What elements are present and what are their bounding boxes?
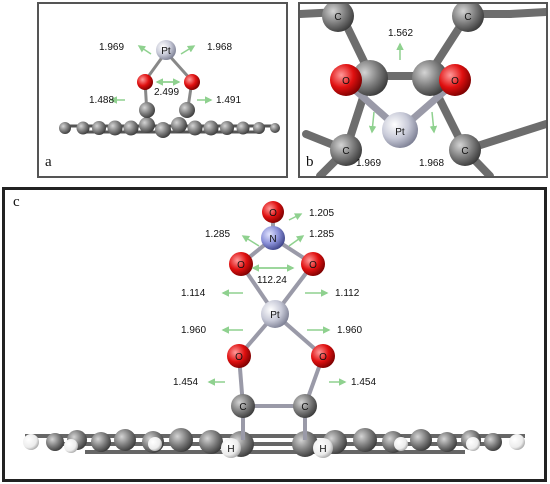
platinum-atom — [382, 112, 418, 148]
platinum-atom — [156, 40, 176, 60]
label-c-top-left: C — [334, 12, 341, 23]
label-c-top-right: C — [464, 12, 471, 23]
oxygen-atom-left — [137, 74, 153, 90]
label-n-o-left: 1.285 — [205, 229, 230, 240]
oxygen-atom-nitrate-left — [229, 252, 253, 276]
label-o-left: O — [342, 76, 350, 87]
oxygen-atom-right — [439, 64, 471, 96]
label-o-right: O — [451, 76, 459, 87]
label-n-o-top: 1.205 — [309, 208, 334, 219]
bond-arrows-b — [368, 42, 438, 134]
oxygen-atom-left — [330, 64, 362, 96]
label-c-left: C — [239, 402, 246, 413]
carbon-atom-bottom-right — [449, 134, 481, 166]
carbon-atom-bonded-left — [231, 394, 255, 418]
label-angle-o-n-o: 112.24 — [257, 275, 287, 286]
oxygen-atom-surface-left — [227, 344, 251, 368]
label-n: N — [269, 234, 276, 245]
label-pt-o-nitrate-left: 1.114 — [181, 288, 206, 299]
oxygen-atom-right — [184, 74, 200, 90]
hydrogen-atom-right — [313, 438, 333, 458]
carbon-atom-top-left — [322, 4, 354, 32]
oxygen-atom-nitrate-right — [301, 252, 325, 276]
carbon-atom-top-right — [452, 4, 484, 32]
panel-c: O N O O Pt O O C C H H 1.205 1.285 1.285… — [2, 187, 547, 482]
label-pt-o-left: 1.969 — [99, 42, 124, 53]
label-pt-o-right: 1.968 — [207, 42, 232, 53]
label-n-o-right: 1.285 — [309, 229, 334, 240]
label-pt-o-surface-left: 1.960 — [181, 325, 206, 336]
label-o-nitrate-left: O — [237, 260, 245, 271]
panel-a: Pt 1.969 1.968 2.499 1.488 1.491 a — [37, 2, 288, 178]
label-o-c-right: 1.491 — [216, 95, 241, 106]
label-o-c-left: 1.454 — [173, 377, 198, 388]
label-c-right: C — [301, 402, 308, 413]
carbon-atom-mid-right — [412, 60, 448, 96]
label-pt-o-right: 1.968 — [419, 158, 444, 169]
panel-b-letter: b — [306, 154, 314, 170]
label-o-nitrate-right: O — [309, 260, 317, 271]
panel-a-letter: a — [45, 154, 52, 170]
label-pt-o-left: 1.969 — [356, 158, 381, 169]
carbon-atoms — [59, 117, 280, 138]
label-pt-o-nitrate-right: 1.112 — [335, 288, 360, 299]
label-o-surface-right: O — [319, 352, 327, 363]
label-o-surface-left: O — [235, 352, 243, 363]
platinum-atom — [261, 300, 289, 328]
panel-c-structure: O N O O Pt O O C C H H 1.205 1.285 1.285… — [23, 201, 525, 458]
panel-a-structure: Pt 1.969 1.968 2.499 1.488 1.491 — [59, 40, 280, 138]
label-c-bottom-left: C — [342, 146, 349, 157]
hydrogen-atoms-edge — [23, 434, 525, 453]
carbon-atom-mid-left — [352, 60, 388, 96]
carbon-atom-bonded-right — [179, 102, 195, 118]
label-o-top: O — [269, 208, 277, 219]
bond-arrows-c — [207, 213, 347, 386]
label-o-c-left: 1.488 — [89, 95, 114, 106]
panel-b: C C O O Pt C C 1.562 1.969 1.968 b — [298, 2, 548, 178]
label-h-right: H — [319, 444, 326, 455]
label-c-c: 1.562 — [388, 28, 413, 39]
oxygen-atom-top — [262, 201, 284, 223]
carbon-atom-bonded-right — [293, 394, 317, 418]
bond-arrows — [109, 45, 213, 104]
hydrogen-atom-left — [221, 438, 241, 458]
carbon-atom-bonded-left — [139, 102, 155, 118]
label-pt-o-surface-right: 1.960 — [337, 325, 362, 336]
label-c-bottom-right: C — [461, 146, 468, 157]
panel-c-letter: c — [13, 194, 20, 210]
nitrogen-atom — [261, 226, 285, 250]
carbon-atom-bottom-left — [330, 134, 362, 166]
label-o-o-distance: 2.499 — [154, 87, 179, 98]
label-h-left: H — [227, 444, 234, 455]
label-pt: Pt — [395, 127, 405, 138]
oxygen-atom-surface-right — [311, 344, 335, 368]
label-pt: Pt — [270, 310, 280, 321]
label-o-c-right: 1.454 — [351, 377, 376, 388]
panel-b-structure: C C O O Pt C C 1.562 1.969 1.968 — [300, 4, 546, 176]
pt-label: Pt — [161, 46, 171, 57]
